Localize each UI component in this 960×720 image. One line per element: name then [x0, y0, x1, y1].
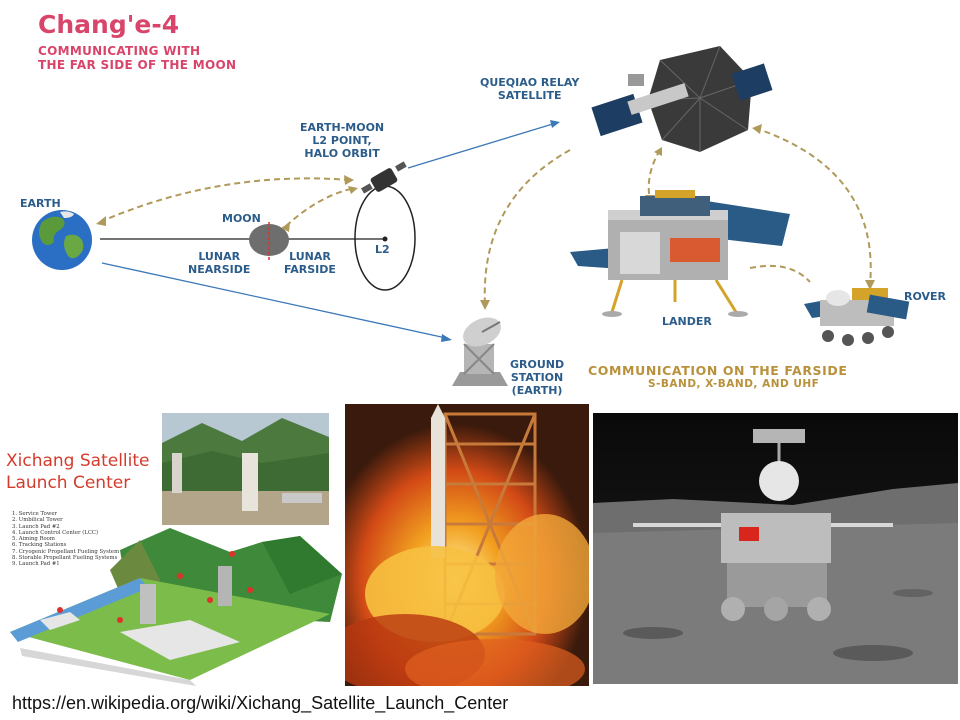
label-queqiao: QUEQIAO RELAY SATELLITE [480, 76, 579, 102]
legend-item: 6. Tracking Stations [12, 542, 67, 549]
launch-photo [345, 404, 589, 686]
legend-item: 4. Launch Control Center (LCC) [12, 529, 99, 536]
label-queqiao-1: QUEQIAO RELAY [480, 76, 580, 89]
xichang-photo [162, 413, 329, 525]
earth-l2-link [99, 177, 351, 223]
diagram-graphics [32, 45, 910, 386]
label-rover: ROVER [904, 290, 947, 303]
legend-item: 1. Service Tower [12, 511, 58, 517]
legend-item: 8. Storable Propellant Fueling Systems [12, 555, 118, 562]
comm-subtitle: S-BAND, X-BAND, AND UHF [648, 378, 820, 390]
earth-icon [32, 210, 92, 270]
subtitle-line-1: COMMUNICATING WITH [38, 44, 201, 58]
comm-title: COMMUNICATION ON THE FARSIDE [588, 363, 848, 378]
label-ground-station: GROUND STATION (EARTH) [510, 358, 564, 397]
legend-item: 2. Umbilical Tower [12, 517, 63, 524]
earth-to-ground-arrow [101, 262, 447, 339]
queqiao-ground-link [483, 149, 571, 306]
label-lunar-farside: LUNAR FARSIDE [284, 250, 336, 276]
label-lunar-nearside: LUNAR NEARSIDE [188, 250, 250, 276]
label-l2-point-1: EARTH-MOON [300, 121, 385, 134]
l2-point-dot [382, 236, 388, 242]
label-l2-point-2: L2 POINT, [312, 134, 372, 147]
legend-item: 9. Launch Pad #1 [12, 561, 60, 568]
xichang-title-line-1: Xichang Satellite [6, 451, 150, 471]
legend-item: 5. Aiming Room [12, 536, 55, 543]
label-l2: L2 [375, 243, 390, 256]
lander-icon [570, 190, 790, 317]
label-lunar-farside-1: LUNAR [289, 250, 331, 263]
xichang-title: Xichang Satellite Launch Center [6, 450, 150, 494]
rover-photo [593, 413, 958, 684]
l2-satellite-icon [361, 161, 407, 194]
source-url[interactable]: https://en.wikipedia.org/wiki/Xichang_Sa… [12, 693, 509, 713]
xichang-map-illustration [10, 528, 342, 686]
label-queqiao-2: SATELLITE [497, 89, 562, 102]
queqiao-satellite-icon [591, 45, 773, 152]
xichang-legend: 1. Service Tower 2. Umbilical Tower 3. L… [12, 511, 119, 568]
lander-rover-link [749, 264, 811, 283]
queqiao-rover-link [754, 127, 872, 286]
label-l2-point: EARTH-MOON L2 POINT, HALO ORBIT [300, 121, 384, 160]
label-lander: LANDER [662, 315, 712, 328]
l2-to-queqiao-arrow [407, 122, 557, 169]
moon-l2-link [285, 187, 356, 227]
ground-station-icon [452, 317, 508, 386]
label-l2-point-3: HALO ORBIT [304, 147, 380, 160]
xichang-title-line-2: Launch Center [6, 473, 131, 493]
label-ground-station-3: (EARTH) [511, 384, 563, 397]
label-moon: MOON [222, 212, 261, 225]
label-ground-station-2: STATION [510, 371, 564, 384]
legend-item: 7. Cryogenic Propellant Fueling System [12, 548, 120, 555]
label-lunar-nearside-1: LUNAR [198, 250, 241, 263]
diagram-title: Chang'e-4 [38, 10, 180, 39]
label-lunar-farside-2: FARSIDE [284, 263, 336, 276]
rover-icon [804, 288, 910, 346]
legend-item: 3. Launch Pad #2 [12, 523, 60, 530]
diagram-subtitle: COMMUNICATING WITH THE FAR SIDE OF THE M… [38, 44, 236, 72]
subtitle-line-2: THE FAR SIDE OF THE MOON [38, 58, 237, 72]
queqiao-lander-link [647, 149, 661, 201]
label-ground-station-1: GROUND [510, 358, 565, 371]
label-earth: EARTH [20, 197, 61, 210]
label-lunar-nearside-2: NEARSIDE [188, 263, 251, 276]
